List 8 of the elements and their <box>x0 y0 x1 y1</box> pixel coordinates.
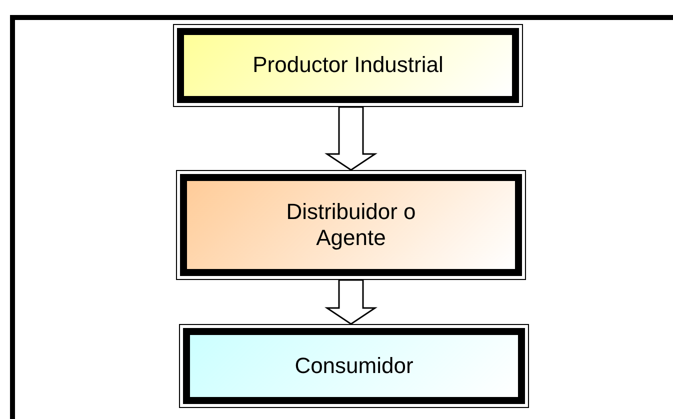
box-label: Distribuidor o Agente <box>285 198 417 252</box>
box-label: Consumidor <box>294 352 414 380</box>
process-box <box>176 170 526 280</box>
box-label: Productor Industrial <box>252 52 444 79</box>
process-box <box>179 324 529 408</box>
block-arrow <box>324 106 378 171</box>
process-box <box>173 24 523 107</box>
block-arrow <box>324 279 378 325</box>
